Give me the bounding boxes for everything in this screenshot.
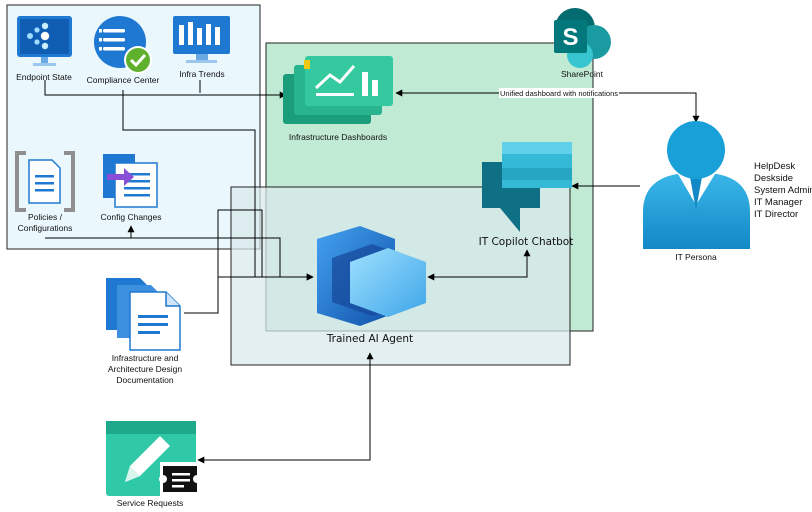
policies-label-line-2: Configurations bbox=[18, 223, 73, 233]
persona-role-item: Deskside bbox=[754, 173, 793, 184]
infra-trends-node[interactable]: Infra Trends bbox=[173, 16, 230, 79]
it-copilot-chatbot-label: IT Copilot Chatbot bbox=[479, 236, 574, 248]
unified-dashboard-label-bg bbox=[499, 88, 619, 98]
compliance-icon bbox=[94, 16, 152, 74]
unified-dashboard-label: Unified dashboard with notifications bbox=[500, 89, 618, 98]
chat-bubble-icon bbox=[482, 142, 572, 232]
person-icon bbox=[643, 121, 750, 249]
compliance-center-label: Compliance Center bbox=[87, 75, 160, 85]
monitor-icon bbox=[17, 16, 72, 66]
persona-role-item: IT Director bbox=[754, 209, 798, 220]
bar-chart-icon bbox=[173, 16, 230, 63]
it-persona-node[interactable]: IT Persona bbox=[643, 121, 750, 262]
sharepoint-logo-letter: S bbox=[562, 24, 578, 51]
compliance-center-node[interactable]: Compliance Center bbox=[87, 16, 160, 85]
ticket-edit-icon bbox=[106, 421, 201, 496]
it-persona-label: IT Persona bbox=[675, 252, 717, 262]
dashboard-stack-icon bbox=[283, 56, 393, 124]
policy-document-icon bbox=[15, 151, 75, 212]
design-documentation-label-line-2: Architecture Design bbox=[108, 364, 182, 374]
policies-node[interactable]: Policies / Configurations bbox=[15, 151, 75, 233]
policies-label-line-1: Policies / bbox=[28, 212, 63, 222]
trained-ai-agent-label: Trained AI Agent bbox=[326, 333, 413, 345]
design-documentation-label-line-3: Documentation bbox=[116, 375, 173, 385]
sharepoint-node[interactable]: S SharePoint bbox=[554, 8, 611, 79]
design-documentation-node[interactable]: Infrastructure and Architecture Design D… bbox=[106, 278, 182, 385]
persona-role-list: HelpDesk Deskside System Admin IT Manage… bbox=[754, 161, 812, 220]
config-changes-label: Config Changes bbox=[101, 212, 162, 222]
config-document-icon bbox=[103, 154, 158, 208]
sharepoint-logo-icon: S bbox=[554, 8, 611, 68]
endpoint-state-label: Endpoint State bbox=[16, 72, 72, 82]
document-stack-icon bbox=[106, 278, 181, 351]
ai-agent-icon bbox=[317, 226, 426, 326]
endpoint-state-node[interactable]: Endpoint State bbox=[16, 16, 72, 82]
persona-role-item: IT Manager bbox=[754, 197, 802, 208]
infrastructure-dashboards-label: Infrastructure Dashboards bbox=[289, 132, 387, 142]
service-requests-label: Service Requests bbox=[117, 498, 184, 508]
trained-ai-agent-node[interactable]: Trained AI Agent bbox=[317, 226, 426, 345]
service-requests-node[interactable]: Service Requests bbox=[106, 421, 201, 508]
design-documentation-label-line-1: Infrastructure and bbox=[112, 353, 179, 363]
connector-lines bbox=[44, 80, 700, 464]
config-changes-node[interactable]: Config Changes bbox=[101, 154, 162, 222]
persona-role-item: HelpDesk bbox=[754, 161, 795, 172]
sharepoint-label: SharePoint bbox=[561, 69, 604, 79]
persona-role-item: System Admin bbox=[754, 185, 812, 196]
infra-trends-label: Infra Trends bbox=[179, 69, 224, 79]
it-copilot-chatbot-node[interactable]: IT Copilot Chatbot bbox=[479, 142, 574, 248]
infrastructure-dashboards-node[interactable]: Infrastructure Dashboards bbox=[283, 56, 393, 142]
